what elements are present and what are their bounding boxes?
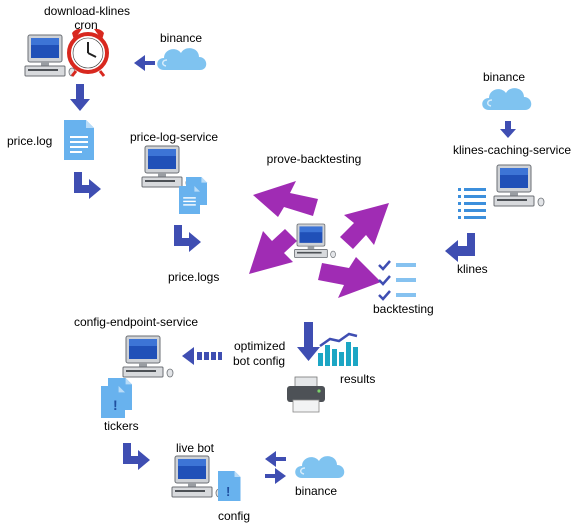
- label-price-log-service: price-log-service: [129, 130, 219, 144]
- label-klines: klines: [457, 262, 488, 276]
- document-icon: [64, 120, 94, 160]
- computer-icon: [493, 164, 545, 207]
- label-klines-caching-service: klines-caching-service: [452, 143, 572, 157]
- label-tickers: tickers: [104, 419, 139, 433]
- alarm-clock-icon: [67, 28, 109, 77]
- label-backtesting: backtesting: [373, 302, 434, 316]
- bent-arrow: [445, 233, 475, 262]
- label-binance-right: binance: [482, 70, 526, 84]
- documents-icon: [179, 177, 207, 214]
- cloud-icon: [294, 455, 346, 479]
- label-download-klines: download-klines: [43, 4, 131, 18]
- computer-icon: [141, 145, 193, 188]
- label-prove-backtesting: prove-backtesting: [266, 152, 362, 166]
- label-live-bot: live bot: [175, 441, 215, 455]
- computer-icon: [171, 455, 223, 498]
- svg-text:!: !: [113, 397, 118, 413]
- label-config: config: [218, 509, 251, 523]
- config-document-icon: !: [218, 471, 241, 501]
- dotted-arrow: [182, 347, 222, 365]
- arrow-down: [500, 121, 516, 138]
- label-binance-top: binance: [159, 31, 203, 45]
- arrow-left: [265, 451, 286, 467]
- printer-icon: [287, 376, 325, 413]
- label-results: results: [340, 372, 376, 386]
- bar-chart-icon: [318, 332, 358, 366]
- bent-arrow: [74, 172, 101, 199]
- arrow-down: [297, 322, 320, 361]
- tickers-document-icon: !: [101, 378, 132, 418]
- label-config-endpoint-service: config-endpoint-service: [73, 315, 199, 329]
- list-icon: [458, 188, 486, 219]
- svg-text:!: !: [226, 484, 230, 499]
- arrow-left: [134, 55, 155, 71]
- arrow-down: [70, 84, 90, 111]
- label-price-log: price.log: [7, 134, 53, 148]
- cloud-icon: [156, 47, 208, 71]
- label-optimized: optimized: [234, 339, 286, 353]
- checklist-icon: [378, 260, 391, 301]
- label-bot-config: bot config: [233, 354, 286, 368]
- computer-icon: [294, 223, 336, 259]
- label-price-logs: price.logs: [168, 270, 220, 284]
- bent-arrow: [123, 443, 150, 470]
- bent-arrow: [174, 225, 201, 252]
- cycle-arrows-icon: [249, 181, 389, 298]
- label-binance-bottom: binance: [294, 484, 338, 498]
- cloud-icon: [481, 87, 533, 111]
- computer-icon: [122, 335, 174, 378]
- label-cron: cron: [74, 18, 98, 32]
- arrow-right: [265, 468, 286, 484]
